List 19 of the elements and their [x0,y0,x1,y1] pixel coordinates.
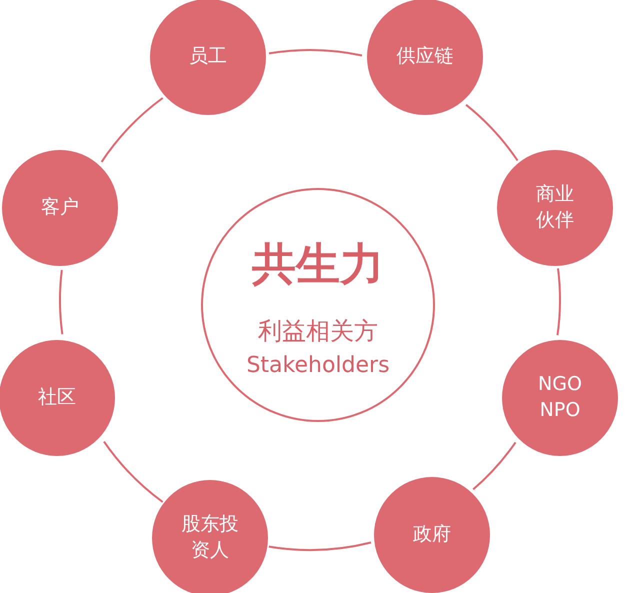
center-title: 共生力 [252,238,384,292]
ring-arc [100,97,164,162]
stakeholder-label: 社区 [38,385,76,410]
ring-arc [556,268,561,336]
stakeholder-label: NGO NPO [537,372,583,423]
stakeholder-label: 政府 [413,522,451,548]
ring-arc [268,542,372,551]
center-subtitle: 利益相关方 [258,316,378,347]
ring-arc [465,104,518,162]
stakeholder-label: 客户 [41,195,79,220]
ring-arc [59,270,64,334]
stakeholder-label: 商业伙伴 [535,182,575,233]
center-subtitle: Stakeholders [246,353,390,378]
stakeholder-label: 股东投资人 [180,512,240,563]
ring-arc [103,441,164,503]
ring-arc [472,442,516,490]
ring-arc [268,49,362,56]
stakeholder-label: 供应链 [396,44,454,70]
stakeholder-label: 员工 [189,44,227,70]
